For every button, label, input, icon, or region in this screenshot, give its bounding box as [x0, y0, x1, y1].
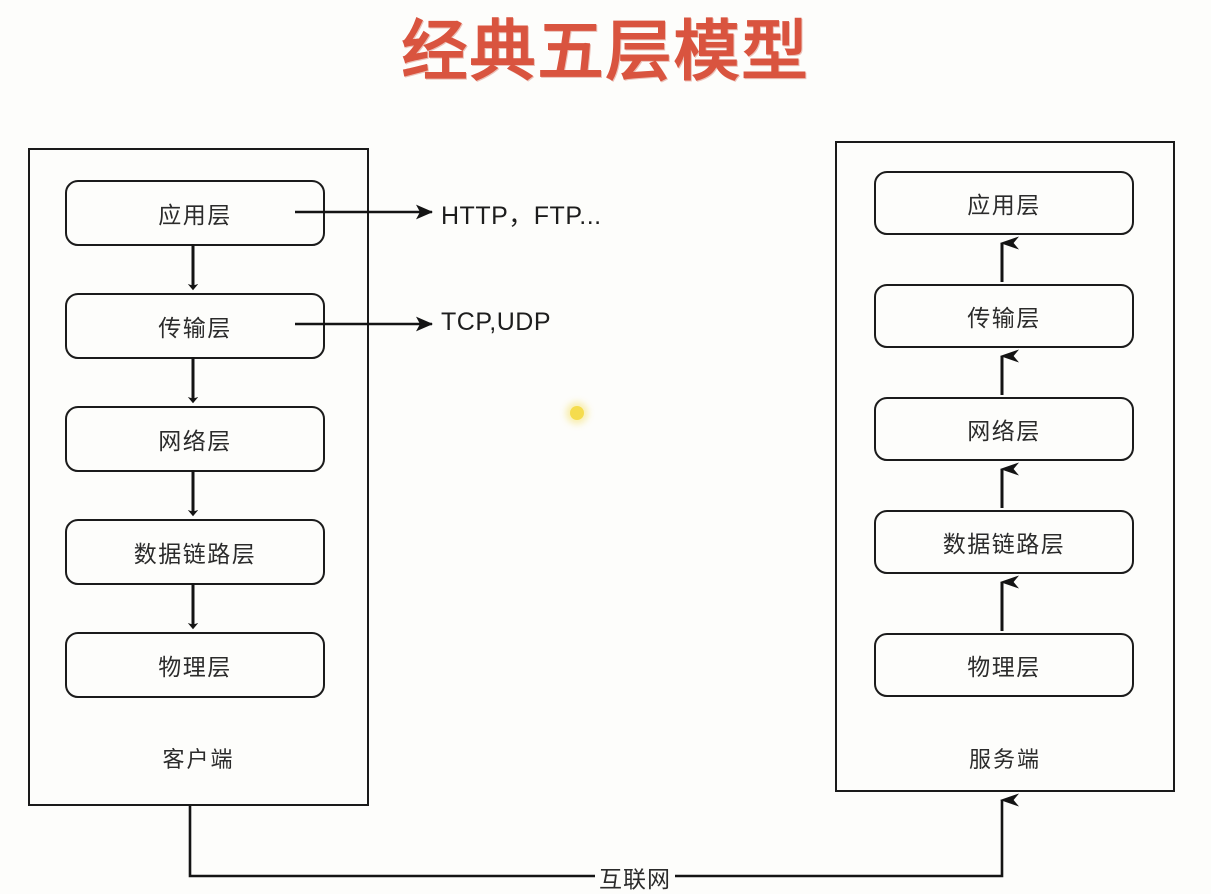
client-layer-network[interactable]: 网络层 [65, 406, 325, 472]
client-layer-transport[interactable]: 传输层 [65, 293, 325, 359]
client-end-label: 客户端 [162, 747, 235, 772]
server-stack-container: 应用层 传输层 网络层 数据链路层 物理层 服务端 [835, 141, 1175, 792]
server-layer-application[interactable]: 应用层 [874, 171, 1134, 235]
internet-link-label: 互联网 [595, 860, 675, 894]
server-end-label: 服务端 [968, 747, 1041, 772]
server-layer-datalink[interactable]: 数据链路层 [874, 510, 1134, 574]
client-layer-application[interactable]: 应用层 [65, 180, 325, 246]
client-layer-datalink[interactable]: 数据链路层 [65, 519, 325, 585]
annotation-transport-protocols: TCP,UDP [441, 308, 552, 336]
client-layer-physical[interactable]: 物理层 [65, 632, 325, 698]
pointer-dot-icon [570, 406, 584, 420]
page-title: 经典五层模型 [401, 14, 810, 88]
server-layer-transport[interactable]: 传输层 [874, 284, 1134, 348]
client-stack-container: 应用层 传输层 网络层 数据链路层 物理层 客户端 [28, 148, 369, 806]
annotation-application-protocols: HTTP，FTP... [441, 202, 602, 230]
server-layer-physical[interactable]: 物理层 [874, 633, 1134, 697]
server-layer-network[interactable]: 网络层 [874, 397, 1134, 461]
